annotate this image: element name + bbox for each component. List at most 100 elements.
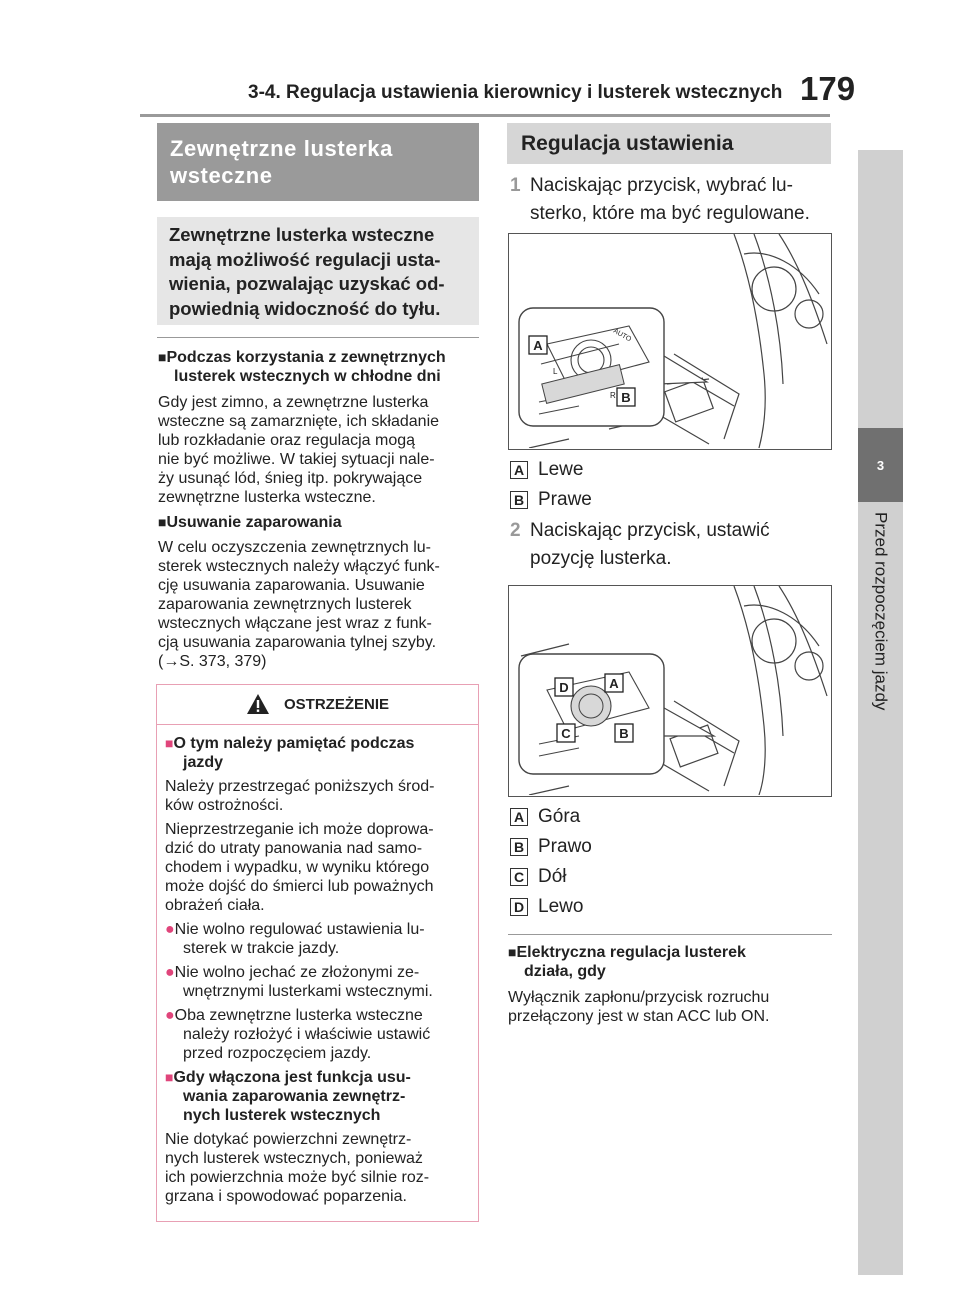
text-line: nie być możliwe. W takiej sytuacji nale-	[158, 451, 435, 468]
intro-line: wienia, pozwalając uzyskać od-	[169, 273, 445, 294]
text-line: cję usuwania zaparowania. Usuwanie	[158, 577, 425, 594]
text-line: chodem i wypadku, w wyniku którego	[165, 859, 430, 876]
text-line: należy rozłożyć i właściwie ustawić	[183, 1026, 431, 1043]
legend-key: A	[510, 461, 528, 479]
mirror-adjust-illustration: D A C B	[518, 585, 828, 796]
warning-paragraph: Nieprzestrzeganie ich może doprowa- dzić…	[165, 820, 471, 915]
text-line: zewnętrzne lusterka wsteczne.	[158, 489, 376, 506]
warning-subheading-driving: ■O tym należy pamiętać podczas jazdy	[165, 734, 471, 772]
text-line: wstecznych włączane jest wraz z funk-	[158, 615, 432, 632]
text-line: nych lusterek wstecznych, ponieważ	[165, 1150, 423, 1167]
warning-subheading-defog: ■Gdy włączona jest funkcja usu- wania za…	[165, 1068, 471, 1125]
callout-b: B	[619, 726, 628, 741]
pink-dot-icon: ●	[165, 964, 175, 981]
text-line: sterek wstecznych należy włączyć funk-	[158, 558, 440, 575]
warning-bullet: ●Nie wolno jechać ze złożonymi ze- wnętr…	[165, 963, 471, 1001]
label-r: R	[610, 391, 616, 400]
step-text: Naciskając przycisk, wybrać lu-	[530, 175, 793, 196]
text-line: grzana i spowodować poparzenia.	[165, 1188, 407, 1205]
subheading-text: Gdy włączona jest funkcja usu-	[173, 1069, 411, 1086]
legend-up: A Góra	[510, 806, 580, 828]
figure-mirror-adjust: D A C B	[508, 585, 832, 797]
text-line: Nie wolno regulować ustawienia lu-	[174, 921, 425, 938]
callout-c: C	[561, 726, 571, 741]
legend-text: Góra	[538, 806, 581, 827]
text-line: Nieprzestrzeganie ich może doprowa-	[165, 821, 434, 838]
square-bullet-icon: ■	[158, 349, 167, 365]
legend-key: B	[510, 838, 528, 856]
subheading-text: Elektryczna regulacja lusterek	[516, 944, 746, 961]
legend-key: A	[510, 808, 528, 826]
page-number: 179	[800, 70, 856, 107]
warning-box	[156, 684, 479, 1222]
legend-text: Lewo	[538, 896, 584, 917]
label-l: L	[553, 367, 558, 376]
legend-key: B	[510, 491, 528, 509]
paragraph-cold-days: Gdy jest zimno, a zewnętrzne lusterka ws…	[158, 393, 478, 507]
subheading-text: lusterek wstecznych w chłodne dni	[174, 368, 441, 385]
callout-b: B	[621, 390, 630, 405]
intro-line: powiednią widoczność do tyłu.	[169, 297, 441, 319]
warning-paragraph: Nie dotykać powierzchni zewnętrz- nych l…	[165, 1130, 471, 1206]
step-text: sterko, które ma być regulowane.	[530, 203, 810, 224]
square-bullet-icon: ■	[508, 944, 517, 960]
text-line: Gdy jest zimno, a zewnętrzne lusterka	[158, 394, 429, 411]
text-line: przełączony jest w stan ACC lub ON.	[508, 1008, 770, 1025]
divider	[508, 934, 832, 935]
intro-line: mają możliwość regulacji usta-	[169, 248, 441, 270]
warning-header: OSTRZEŻENIE	[156, 684, 479, 725]
subheading-text: Usuwanie zaparowania	[166, 514, 342, 531]
chapter-number-tab[interactable]: 3	[858, 428, 903, 502]
step-2: 2 Naciskając przycisk, ustawić pozycję lu…	[510, 517, 770, 573]
subheading-cold-days: ■Podczas korzystania z zewnętrznych lust…	[158, 348, 480, 386]
text-line: zaparowania zewnętrznych lusterek	[158, 596, 412, 613]
text-line: Nie dotykać powierzchni zewnętrz-	[165, 1131, 412, 1148]
figure-mirror-select: L R AUTO A B	[508, 233, 832, 450]
text-line: ków ostrożności.	[165, 797, 284, 814]
subheading-text: jazdy	[183, 754, 224, 771]
warning-title: OSTRZEŻENIE	[283, 695, 389, 713]
section-title-left: Zewnętrzne lusterka wsteczne	[157, 123, 479, 201]
warning-bullet: ●Nie wolno regulować ustawienia lu- ster…	[165, 920, 471, 958]
text-line: Oba zewnętrzne lusterka wsteczne	[174, 1007, 423, 1024]
text-line: lub rozkładanie oraz regulacja mogą	[158, 432, 416, 449]
subheading-electric-adjust: ■Elektryczna regulacja lusterek działa, …	[508, 943, 832, 981]
step-text: Naciskając przycisk, ustawić	[530, 520, 770, 541]
text-line: obrażeń ciała.	[165, 897, 265, 914]
chapter-label-container: Przed rozpoczęciem jazdy	[858, 512, 903, 762]
running-header-title: 3-4. Regulacja ustawienia kierownicy i l…	[248, 82, 783, 103]
pink-dot-icon: ●	[165, 921, 175, 938]
legend-text: Prawe	[538, 489, 592, 510]
step-number: 2	[510, 520, 521, 541]
subheading-text: O tym należy pamiętać podczas	[173, 735, 415, 752]
callout-d: D	[559, 680, 568, 695]
square-bullet-icon: ■	[165, 735, 174, 751]
chapter-number: 3	[876, 457, 885, 473]
section-title-line: Zewnętrzne lusterka	[170, 136, 393, 161]
legend-text: Prawo	[538, 836, 592, 857]
text-line: wsteczne są zamarznięte, ich składanie	[158, 413, 440, 430]
text-line: ich powierzchnia może być silnie roz-	[165, 1169, 430, 1186]
text-line: cją usuwania zaparowania tylnej szyby.	[158, 634, 437, 651]
text-line: Należy przestrzegać poniższych środ-	[165, 778, 435, 795]
divider	[157, 337, 479, 338]
section-title-line: wsteczne	[170, 163, 273, 188]
legend-key: C	[510, 868, 528, 886]
text-line: Nie wolno jechać ze złożonymi ze-	[174, 964, 420, 981]
text-line: dzić do utraty panowania nad samo-	[165, 840, 423, 857]
step-text: pozycję lusterka.	[530, 548, 672, 569]
page-reference-link[interactable]: (→S. 373, 379)	[158, 653, 267, 670]
chapter-label: Przed rozpoczęciem jazdy	[871, 512, 891, 711]
warning-paragraph: Należy przestrzegać poniższych środ- ków…	[165, 777, 471, 815]
warning-content: ■O tym należy pamiętać podczas jazdy Nal…	[165, 734, 471, 1206]
legend-text: Dół	[538, 866, 567, 887]
subheading-text: Podczas korzystania z zewnętrznych	[166, 349, 446, 366]
warning-bullet: ●Oba zewnętrzne lusterka wsteczne należy…	[165, 1006, 471, 1063]
chapter-tab-bar	[858, 150, 903, 1275]
subheading-text: działa, gdy	[524, 963, 606, 980]
text-line: wnętrznymi lusterkami wstecznymi.	[183, 983, 433, 1000]
legend-right-dir: B Prawo	[510, 836, 592, 858]
